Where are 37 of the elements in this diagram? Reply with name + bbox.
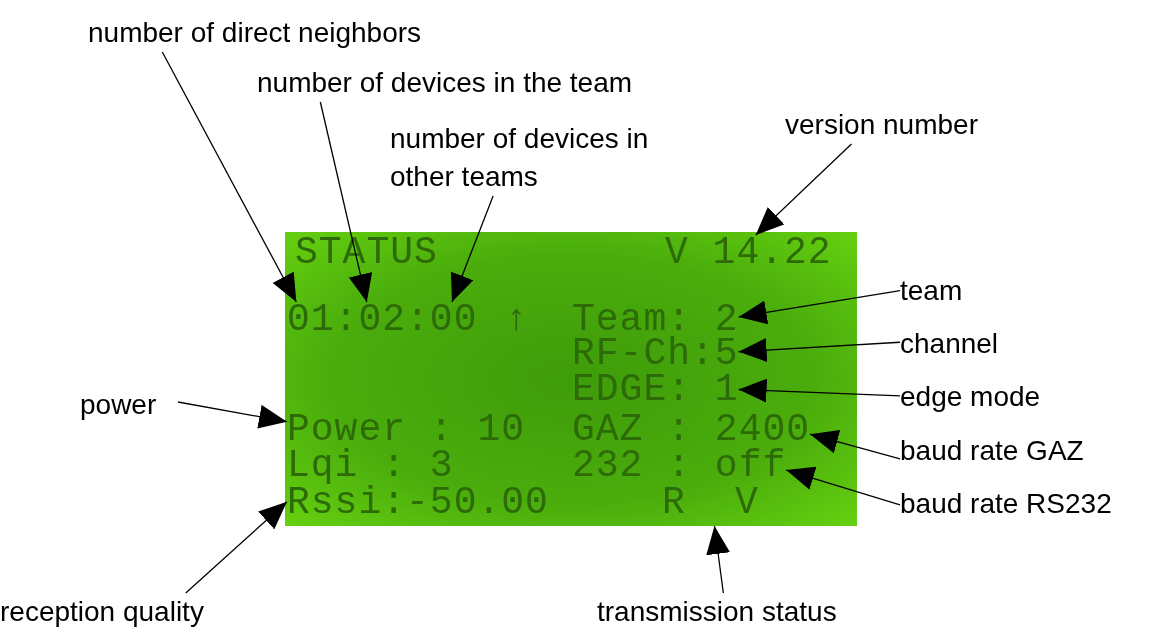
leader-line bbox=[177, 401, 288, 429]
leader-line bbox=[450, 195, 494, 303]
lcd-text: ↑ bbox=[505, 302, 529, 338]
callout-text: power bbox=[80, 388, 157, 422]
callout-text: transmission status bbox=[597, 595, 837, 629]
lcd-text: GAZ : 2400 bbox=[572, 412, 811, 448]
lcd-text: V bbox=[735, 485, 759, 521]
leader-line bbox=[738, 338, 901, 363]
lcd-screen bbox=[285, 232, 857, 526]
callout-text: channel bbox=[900, 327, 999, 361]
lcd-text: Lqi : 3 bbox=[287, 448, 454, 484]
lcd-text: RF-Ch:5 bbox=[572, 336, 739, 372]
lcd-text: 232 : off bbox=[572, 448, 787, 484]
callout-text: team bbox=[900, 274, 963, 308]
lcd-text: 01:02:00 bbox=[287, 302, 478, 338]
leader-line bbox=[706, 525, 731, 594]
leader-line bbox=[755, 143, 853, 236]
leader-line bbox=[738, 378, 901, 403]
callout-text: baud rate GAZ bbox=[900, 434, 1084, 468]
leader-line bbox=[185, 501, 288, 594]
callout-text: reception quality bbox=[0, 595, 204, 629]
leader-line bbox=[785, 466, 901, 506]
leader-line bbox=[319, 101, 373, 303]
lcd-text: V 14.22 bbox=[665, 235, 832, 271]
callout-text: baud rate RS232 bbox=[900, 487, 1112, 521]
leader-line bbox=[738, 290, 901, 325]
callout-text: edge mode bbox=[900, 380, 1041, 414]
leader-line bbox=[161, 51, 297, 303]
lcd-text: Power : 10 bbox=[287, 412, 526, 448]
callout-text: number of devices in the team bbox=[257, 66, 633, 100]
lcd-text: R bbox=[662, 485, 686, 521]
leader-line bbox=[809, 430, 901, 460]
callout-text: version number bbox=[785, 108, 978, 142]
lcd-text: EDGE: 1 bbox=[572, 372, 739, 408]
callout-text: number of devices in other teams bbox=[390, 122, 650, 194]
lcd-text: Rssi:-50.00 bbox=[287, 485, 549, 521]
callout-text: number of direct neighbors bbox=[88, 16, 422, 50]
